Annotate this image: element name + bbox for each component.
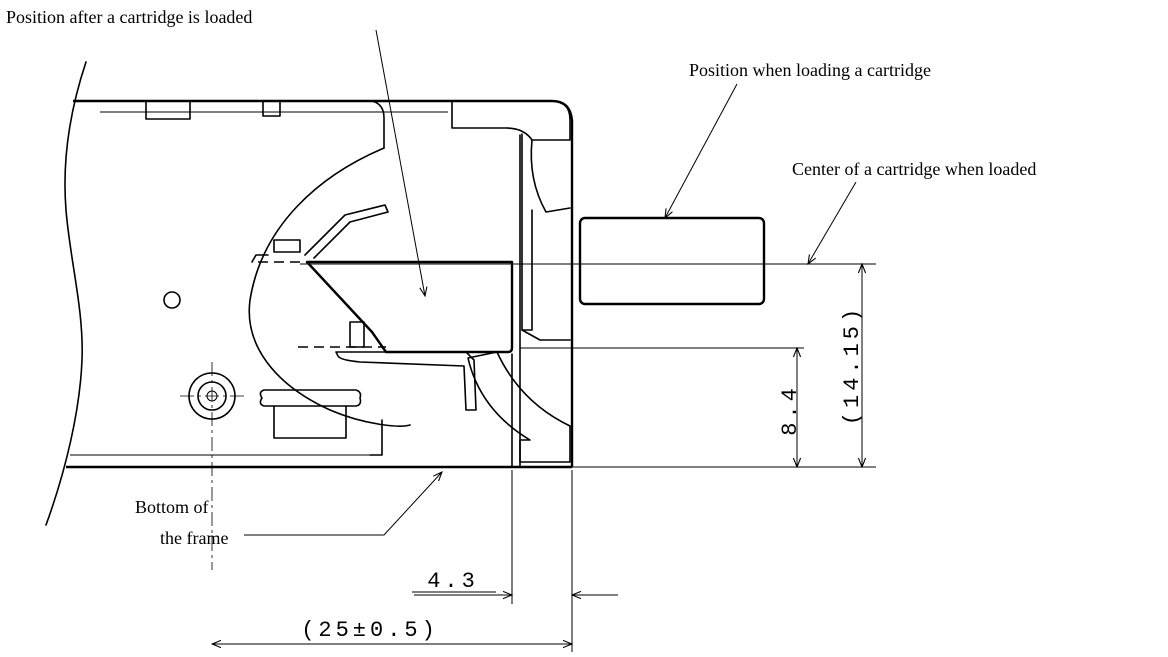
dim-8-4: 8.4 [778,348,803,467]
dim-25-label: (25±0.5) [301,618,439,643]
leader-position-after-loaded [375,29,425,296]
label-bottom-of-frame-line1: Bottom of [135,497,209,517]
cartridge-loading [578,216,766,306]
label-bottom-of-frame-line2: the frame [160,528,228,548]
frame-break-line [45,61,87,526]
dim-14-15: (14.15) [840,264,865,467]
dim-8-4-label: 8.4 [778,384,803,436]
latch-part [451,100,571,468]
leader-position-when-loading [665,83,738,218]
cartridge-loaded [305,260,514,354]
label-position-when-loading: Position when loading a cartridge [689,60,931,80]
label-center-when-loaded: Center of a cartridge when loaded [792,159,1036,179]
frame-top-edge [73,99,574,121]
label-bottom-of-frame: Bottom of [135,497,209,517]
dim-25: (25±0.5) [212,618,572,644]
cartridge-holder [248,147,477,427]
dim-4-3-label: 4.3 [427,569,479,594]
frame-hole [163,291,181,309]
screw-boss [180,362,245,570]
frame-body [45,61,574,570]
frame-tab [259,389,362,439]
leader-bottom-of-frame [244,472,442,536]
leader-center-when-loaded [808,181,857,264]
label-position-after-loaded: Position after a cartridge is loaded [6,7,252,27]
dim-4-3: 4.3 [412,569,618,595]
label-bottom-of-frame-2: the frame [160,528,228,548]
frame-slot [145,100,191,120]
dim-14-15-label: (14.15) [840,305,865,425]
